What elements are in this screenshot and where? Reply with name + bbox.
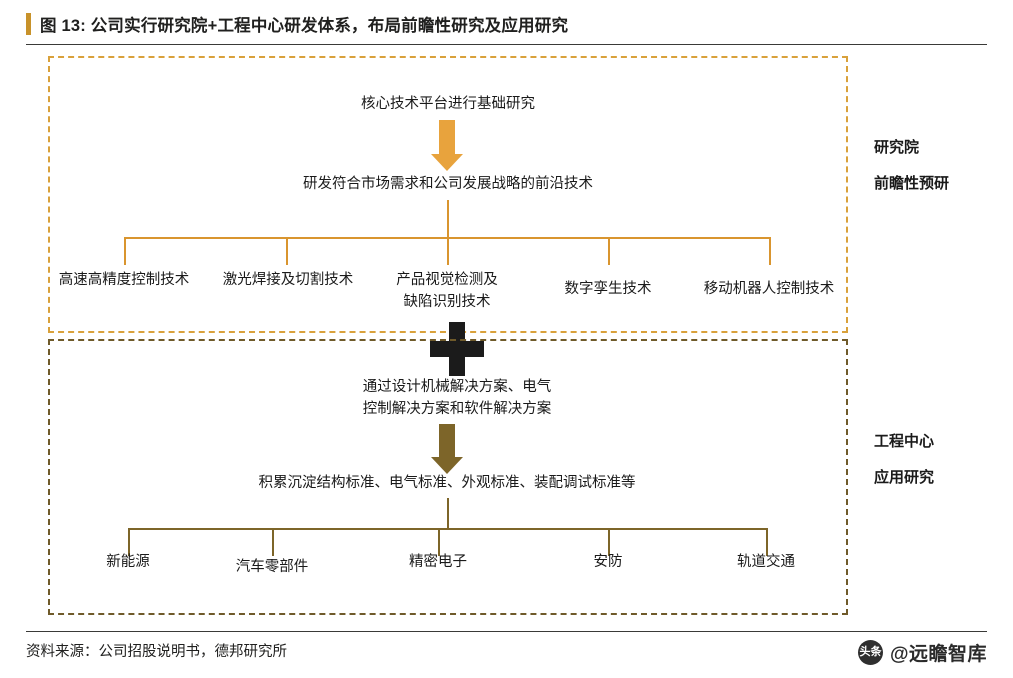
watermark: 头条 @远瞻智库 [857, 639, 987, 666]
connector-upper-stem [447, 200, 449, 237]
node-frontier-tech: 研发符合市场需求和公司发展战略的前沿技术 [303, 176, 593, 192]
connector-lower-stem [447, 498, 449, 528]
leaf-visual-inspection: 产品视觉检测及 缺陷识别技术 [372, 270, 522, 314]
side-label-research-institute: 研究院 [874, 139, 920, 156]
leaf-new-energy: 新能源 [106, 554, 150, 570]
leaf-high-speed-precision-control: 高速高精度控制技术 [58, 272, 190, 288]
research-institute-section [48, 56, 848, 333]
node-solution-design: 通过设计机械解决方案、电气 控制解决方案和软件解决方案 [297, 376, 617, 421]
leaf-visual-inspection-line1: 产品视觉检测及 [396, 272, 498, 288]
divider-top [26, 44, 987, 45]
connector-upper-drop-5 [769, 237, 771, 265]
side-label-engineering-center: 工程中心 [874, 433, 935, 450]
node-solution-design-line2: 控制解决方案和软件解决方案 [362, 401, 552, 418]
node-solution-design-line1: 通过设计机械解决方案、电气 [362, 379, 552, 395]
connector-upper-drop-1 [124, 237, 126, 265]
figure-title-bar: 图 13: 公司实行研究院+工程中心研发体系，布局前瞻性研究及应用研究 [26, 10, 986, 38]
plus-vertical-bar [449, 322, 465, 376]
arrow-down-orange-icon [431, 120, 463, 171]
node-core-tech-platform: 核心技术平台进行基础研究 [361, 96, 535, 112]
connector-lower-drop-2 [272, 528, 274, 556]
leaf-visual-inspection-line2: 缺陷识别技术 [403, 293, 491, 310]
leaf-security: 安防 [593, 554, 623, 570]
leaf-digital-twin: 数字孪生技术 [564, 281, 652, 297]
watermark-text: @远瞻智库 [889, 644, 987, 665]
divider-bottom [26, 631, 987, 632]
watermark-badge: 头条 [857, 640, 883, 665]
node-standards-accumulation: 积累沉淀结构标准、电气标准、外观标准、装配调试标准等 [258, 475, 636, 491]
side-label-applied-research: 应用研究 [874, 469, 935, 486]
connector-upper-drop-4 [608, 237, 610, 265]
connector-upper-drop-3 [447, 237, 449, 265]
connector-lower-horizontal [128, 528, 768, 530]
leaf-auto-parts: 汽车零部件 [235, 559, 309, 575]
connector-lower-drop-4 [608, 528, 610, 556]
leaf-rail-transit: 轨道交通 [737, 554, 795, 570]
engineering-center-section [48, 339, 848, 615]
plus-sign-icon [430, 322, 484, 376]
leaf-laser-welding-cutting: 激光焊接及切割技术 [222, 272, 354, 288]
title-accent-bar [26, 13, 31, 35]
connector-lower-drop-1 [128, 528, 130, 556]
leaf-precision-electronics: 精密电子 [409, 554, 467, 570]
arrow-down-brown-icon [431, 424, 463, 474]
source-note: 资料来源：公司招股说明书，德邦研究所 [26, 644, 287, 660]
page-title: 图 13: 公司实行研究院+工程中心研发体系，布局前瞻性研究及应用研究 [40, 17, 569, 35]
connector-lower-drop-3 [438, 528, 440, 556]
connector-lower-drop-5 [766, 528, 768, 556]
connector-upper-drop-2 [286, 237, 288, 265]
side-label-forward-research: 前瞻性预研 [874, 175, 950, 192]
leaf-mobile-robot-control: 移动机器人控制技术 [703, 281, 835, 297]
